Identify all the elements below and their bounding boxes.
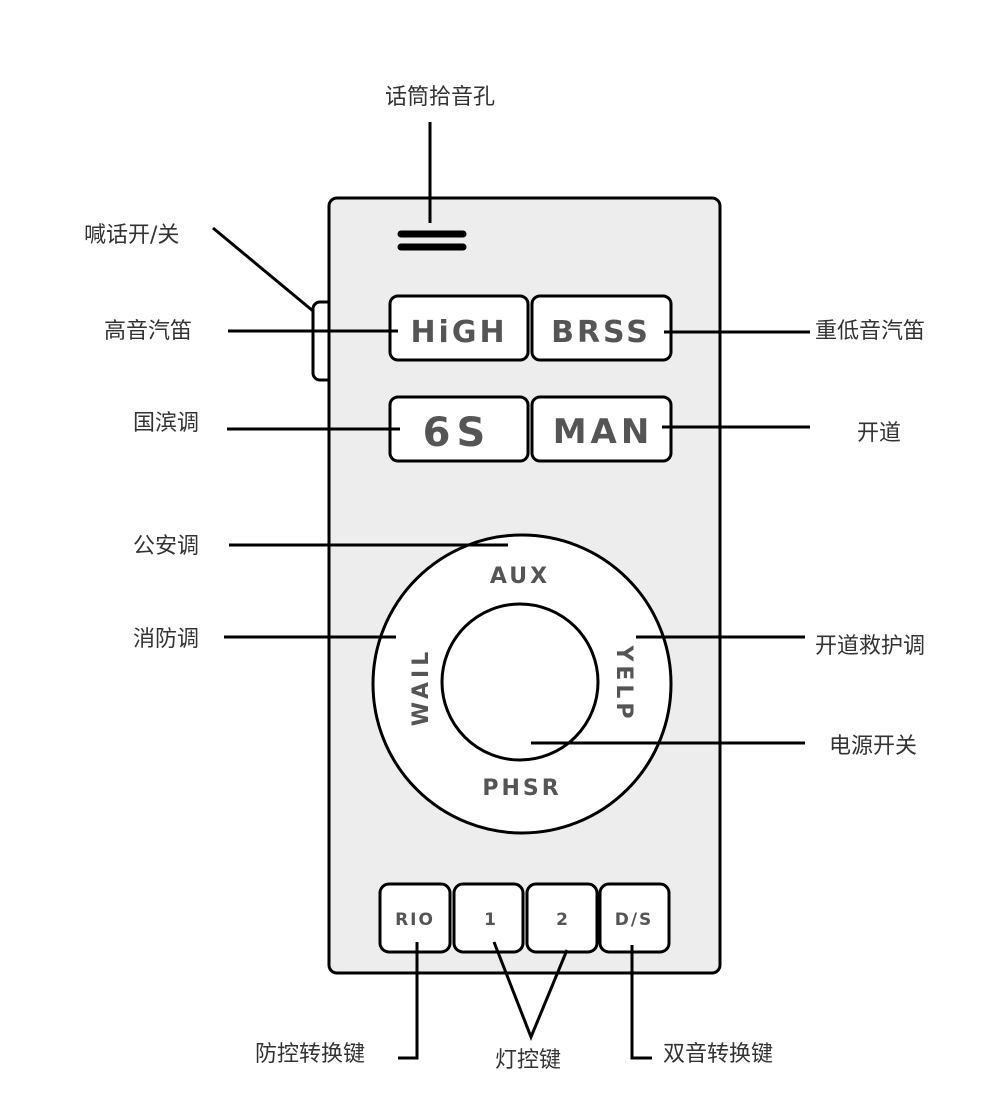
dial-label-phsr[interactable]: PHSR <box>482 776 561 801</box>
dial-label-aux[interactable]: AUX <box>490 564 550 589</box>
rio-button-label: RIO <box>395 910 435 930</box>
leader-ds <box>630 945 652 1060</box>
brss-button-label: BRSS <box>551 315 651 350</box>
callout-fire: 消防调 <box>133 627 199 652</box>
callout-ptt: 喊话开/关 <box>84 223 179 248</box>
ds-button-label: D/S <box>615 910 654 930</box>
six-s-button[interactable]: 6S <box>388 395 530 463</box>
dial-label-yelp[interactable]: YELP <box>611 644 636 722</box>
man-button[interactable]: MAN <box>530 395 673 463</box>
callout-ambulance: 开道救护调 <box>815 634 925 659</box>
leader-ptt <box>212 226 314 313</box>
leader-rio <box>398 942 419 1060</box>
microphone-grille-icon <box>397 230 467 251</box>
callout-high: 高音汽笛 <box>104 319 192 344</box>
light-1-button-label: 1 <box>484 910 496 930</box>
man-button-label: MAN <box>553 412 654 452</box>
callout-anthem: 国滨调 <box>133 411 199 436</box>
six-s-button-label: 6S <box>423 410 492 456</box>
callout-police: 公安调 <box>133 534 199 559</box>
power-button[interactable] <box>440 602 600 762</box>
high-button-label: HiGH <box>410 315 507 350</box>
callout-power: 电源开关 <box>829 734 917 759</box>
rio-button[interactable]: RIO <box>378 882 452 954</box>
callout-clear-way: 开道 <box>857 421 901 446</box>
callout-light-key: 灯控键 <box>495 1048 561 1073</box>
light-2-button-label: 2 <box>556 910 568 930</box>
ds-button[interactable]: D/S <box>598 882 671 954</box>
leader-lines <box>212 122 810 1060</box>
leader-light <box>492 941 569 1042</box>
dial-label-wail[interactable]: WAIL <box>409 648 434 727</box>
brss-button[interactable]: BRSS <box>530 294 673 362</box>
light-2-button[interactable]: 2 <box>525 882 599 954</box>
callout-bass: 重低音汽笛 <box>815 319 925 344</box>
callout-mic: 话筒拾音孔 <box>385 85 495 110</box>
callout-dual-tone-key: 双音转换键 <box>663 1042 773 1067</box>
high-button[interactable]: HiGH <box>388 294 530 362</box>
light-1-button[interactable]: 1 <box>452 882 525 954</box>
callout-rio-key: 防控转换键 <box>255 1042 365 1067</box>
